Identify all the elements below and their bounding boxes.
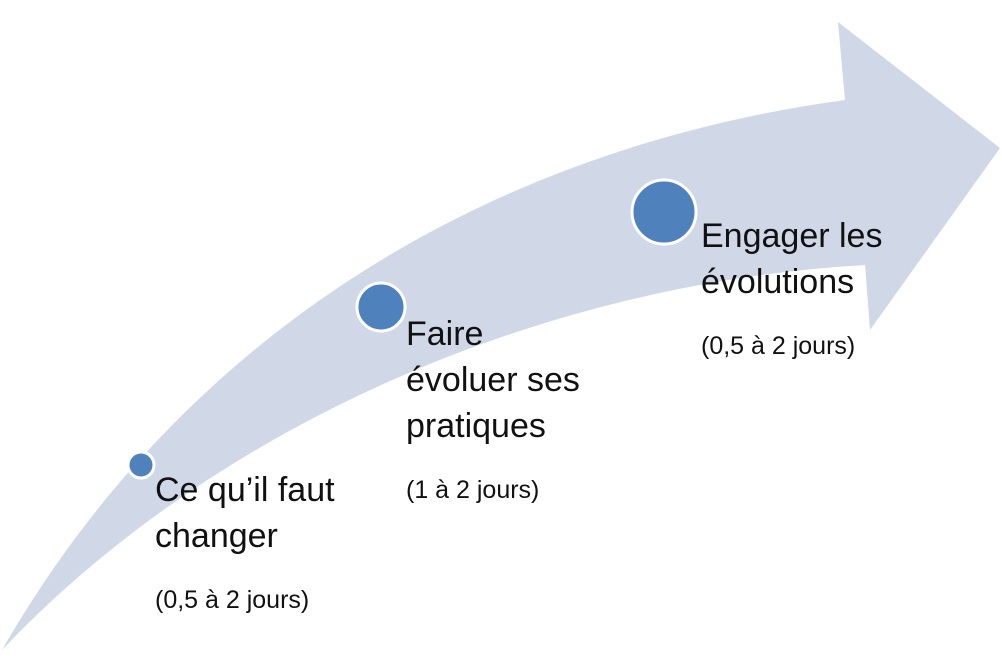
step-1-duration: (0,5 à 2 jours)	[155, 586, 310, 614]
step-3-marker	[630, 178, 698, 246]
step-2-title-line-3: pratiques	[406, 407, 546, 445]
step-1-title: Ce qu’il faut changer	[155, 467, 335, 559]
curved-arrow	[2, 22, 1000, 650]
step-3-title-line-1: Engager les	[701, 217, 883, 255]
step-3-duration: (0,5 à 2 jours)	[701, 332, 856, 360]
step-1-title-line-1: Ce qu’il faut	[155, 471, 335, 509]
step-2-title: Faire évoluer ses pratiques	[406, 311, 580, 449]
step-2-title-line-2: évoluer ses	[406, 361, 580, 399]
step-3-title-line-2: évolutions	[701, 263, 855, 301]
step-2-duration: (1 à 2 jours)	[406, 476, 540, 504]
step-2-marker	[355, 281, 407, 333]
step-1-title-line-2: changer	[155, 517, 278, 555]
step-1-marker	[126, 450, 156, 480]
step-3-title: Engager les évolutions	[701, 213, 882, 305]
step-2-title-line-1: Faire	[406, 315, 484, 353]
